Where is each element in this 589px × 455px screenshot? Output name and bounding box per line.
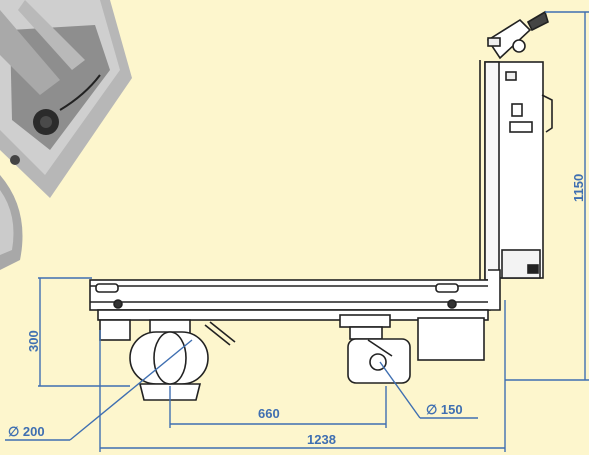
- dim-wheelbase: 660: [258, 406, 280, 421]
- dimension-lines: [5, 11, 589, 452]
- handle-column: [479, 10, 553, 289]
- dim-wheel-small: ∅ 150: [426, 402, 463, 417]
- inset-photo: [0, 0, 132, 270]
- dim-length-total: 1238: [307, 432, 336, 447]
- dim-platform-height: 300: [26, 330, 41, 352]
- dim-wheel-large: ∅ 200: [8, 424, 45, 439]
- front-castor: [339, 314, 485, 384]
- platform: [89, 269, 501, 321]
- dim-height-total: 1150: [571, 173, 586, 202]
